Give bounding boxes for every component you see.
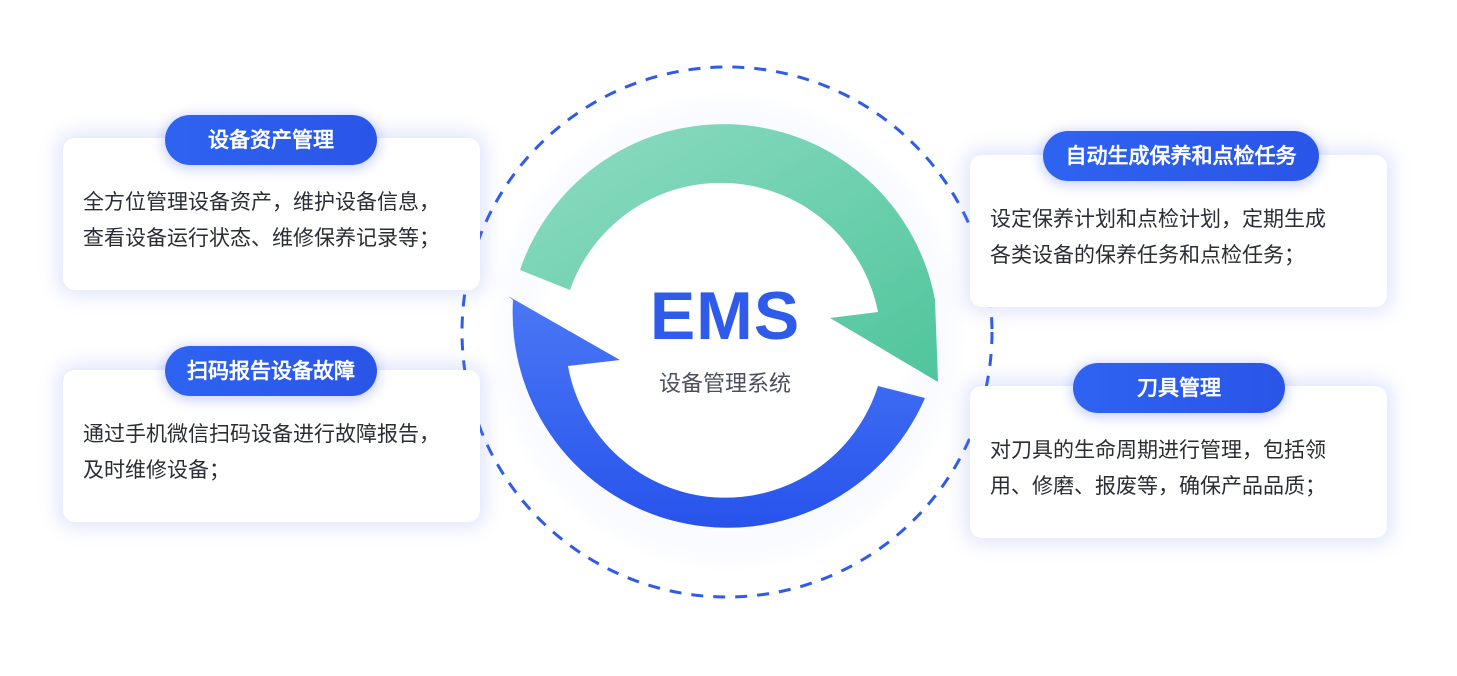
dashed-ring [460, 65, 994, 599]
center-subtitle: 设备管理系统 [658, 372, 791, 397]
card-title-fault-report: 扫码报告设备故障 [165, 346, 377, 396]
card-description: 设定保养计划和点检计划，定期生成 各类设备的保养任务和点检任务； [990, 207, 1326, 267]
card-tool-management: 对刀具的生命周期进行管理，包括领 用、修磨、报废等，确保产品品质； [970, 386, 1387, 538]
card-description: 对刀具的生命周期进行管理，包括领 用、修磨、报废等，确保产品品质； [990, 438, 1326, 498]
green-cycle-arrow [520, 124, 938, 382]
card-title-tool-management: 刀具管理 [1073, 363, 1285, 413]
card-title-asset-management: 设备资产管理 [165, 115, 377, 165]
center-title: EMS [649, 278, 801, 354]
blue-cycle-arrow [508, 296, 925, 528]
card-maintenance-tasks: 设定保养计划和点检计划，定期生成 各类设备的保养任务和点检任务； [970, 155, 1387, 307]
card-description: 全方位管理设备资产，维护设备信息， 查看设备运行状态、维修保养记录等； [83, 190, 440, 250]
card-description: 通过手机微信扫码设备进行故障报告， 及时维修设备； [83, 422, 440, 482]
card-title-maintenance-tasks: 自动生成保养和点检任务 [1043, 131, 1319, 181]
